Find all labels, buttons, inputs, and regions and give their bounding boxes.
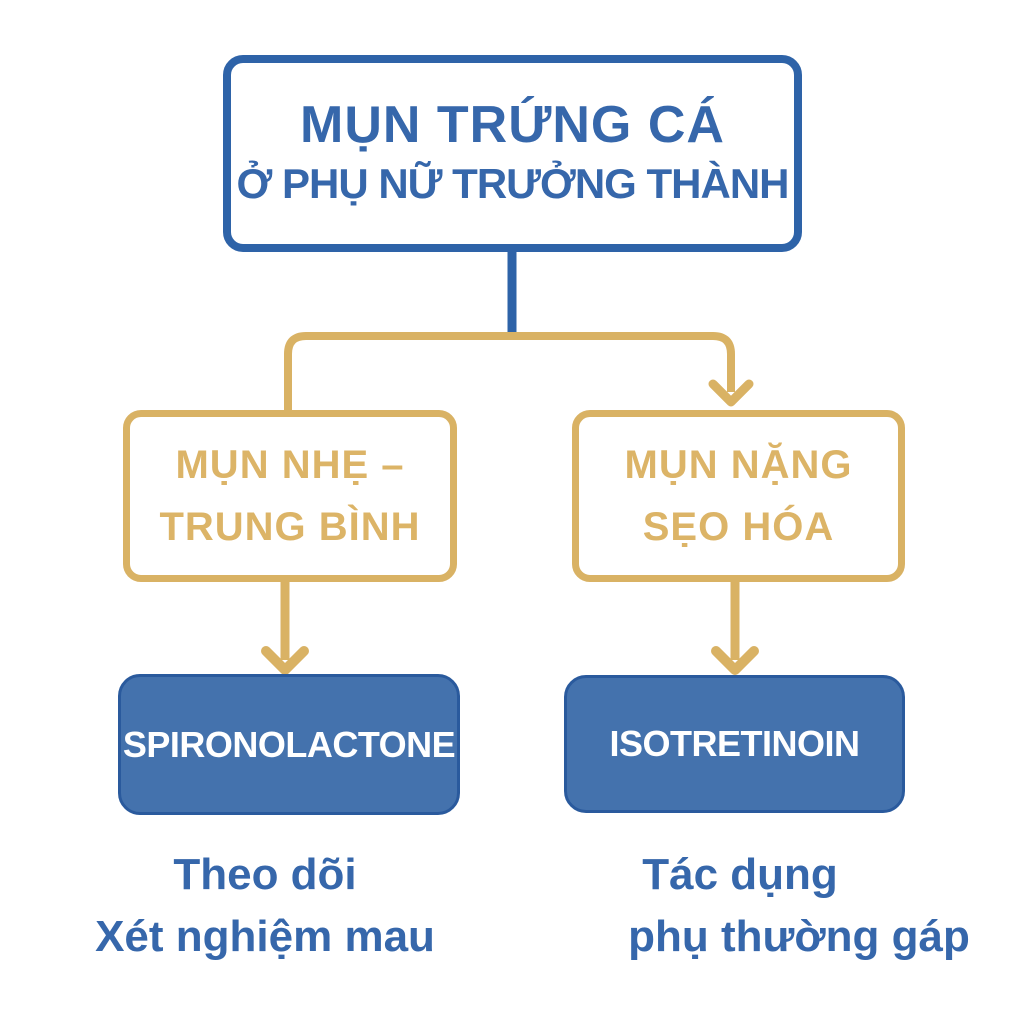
treatment-node-isotretinoin: ISOTRETINOIN xyxy=(564,675,905,813)
note-right-line2: phụ thường gáp xyxy=(628,912,970,961)
note-left-line2: Xét nghiệm mau xyxy=(95,912,435,961)
condition-right-line2: SẸO HÓA xyxy=(642,505,835,549)
condition-node-mild-moderate: MỤN NHẸ – TRUNG BÌNH xyxy=(123,410,457,582)
arrow-down-icon xyxy=(711,646,759,675)
treatment-node-spironolactone: SPIRONOLACTONE xyxy=(118,674,460,815)
condition-node-severe-scarring: MỤN NẶNG SẸO HÓA xyxy=(572,410,905,582)
root-node-acne-adult-women: MỤN TRỨNG CÁ Ở PHỤ NỮ TRƯỞNG THÀNH xyxy=(223,55,802,252)
root-title-line1: MỤN TRỨNG CÁ xyxy=(300,95,725,154)
connector-branch-elbow xyxy=(284,332,735,410)
treatment-right-label: ISOTRETINOIN xyxy=(609,723,860,764)
condition-left-line1: MỤN NHẸ – xyxy=(175,443,405,487)
condition-right-line1: MỤN NẶNG xyxy=(624,443,853,487)
note-right-line1: Tác dụng xyxy=(642,850,838,899)
root-title-line2: Ở PHỤ NỮ TRƯỞNG THÀNH xyxy=(236,159,790,207)
arrow-down-icon xyxy=(708,379,754,407)
note-left-line1: Theo dõi xyxy=(173,850,357,899)
treatment-left-label: SPIRONOLACTONE xyxy=(122,723,456,765)
condition-left-line2: TRUNG BÌNH xyxy=(159,505,421,549)
arrow-down-icon xyxy=(261,646,309,675)
